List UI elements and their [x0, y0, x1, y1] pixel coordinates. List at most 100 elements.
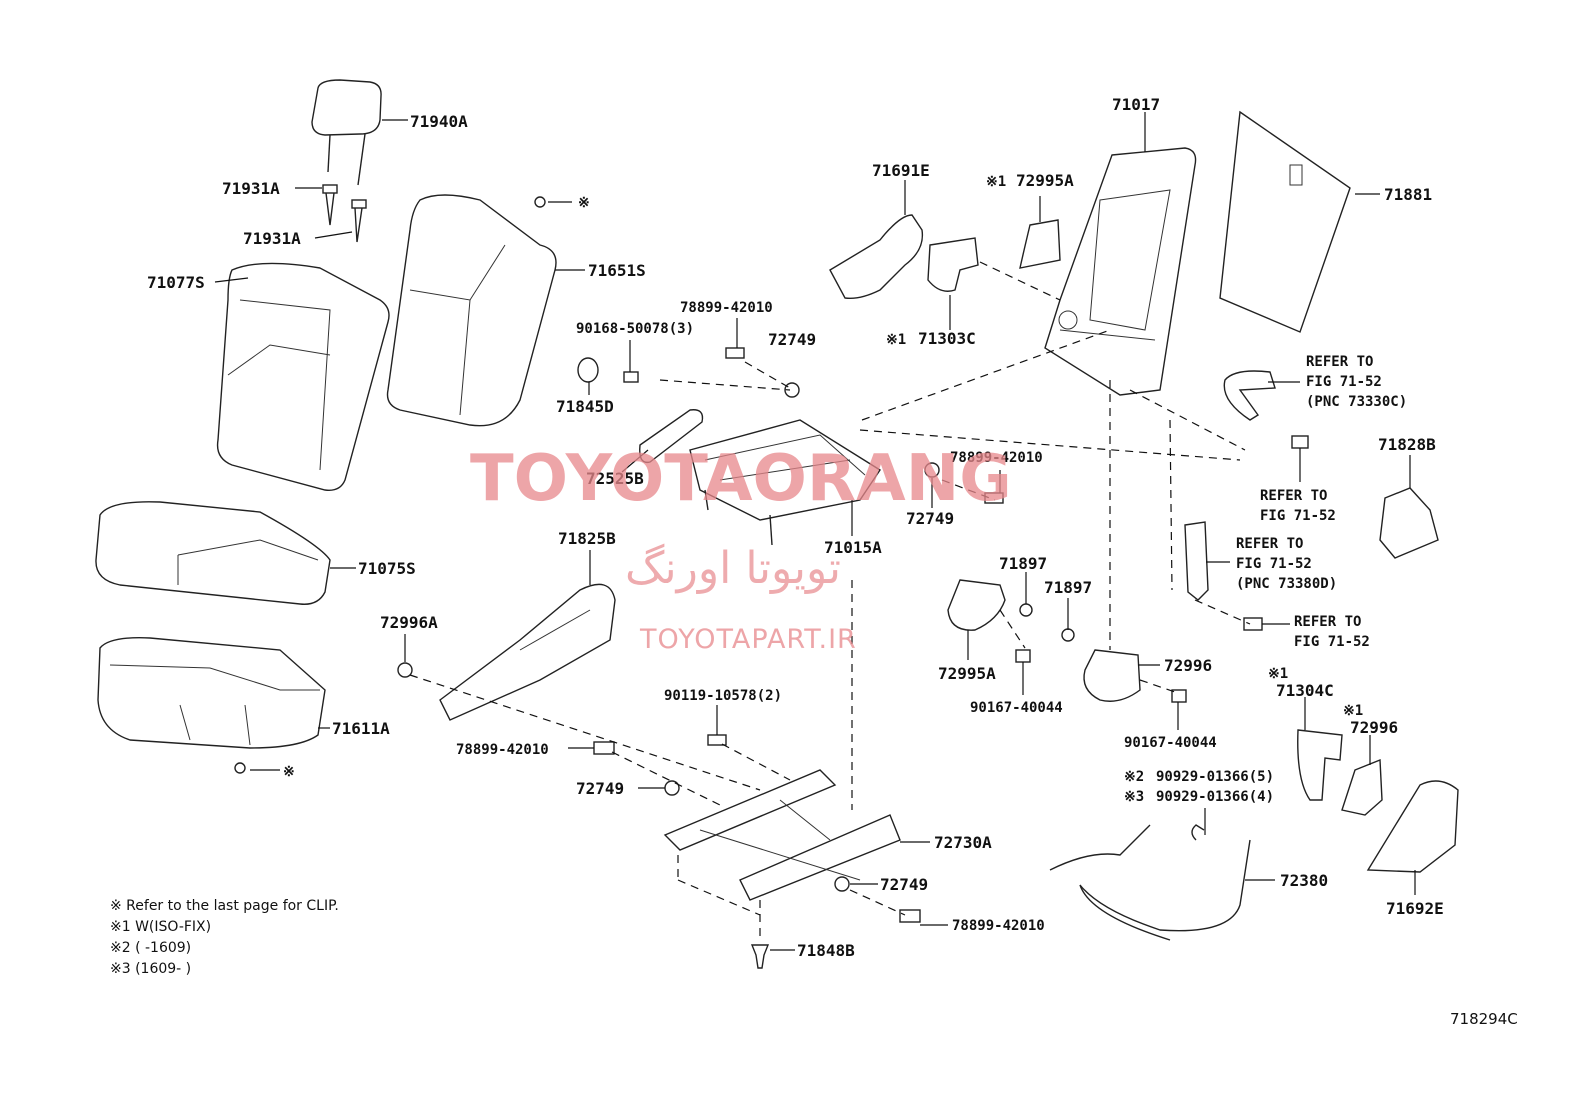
iso-fix-mark: ※1 — [1268, 666, 1288, 682]
refer-labels: REFER TO FIG 71-52 (PNC 73330C) REFER TO… — [1236, 354, 1407, 650]
seatbelt-buckle-lower-drawing — [1184, 521, 1209, 601]
part-label-71848B[interactable]: 71848B — [797, 941, 855, 960]
part-label-72730A[interactable]: 72730A — [934, 833, 992, 852]
side-trim-71691E-drawing — [829, 214, 924, 300]
handle-72525B-drawing — [639, 409, 704, 464]
watermark-site: TOYOTAPART.IR — [639, 624, 857, 655]
cap-71845D-drawing — [577, 357, 599, 383]
clip-mark-bottom: ※ — [283, 764, 295, 780]
seatback-pad-drawing — [386, 194, 557, 427]
refer-73380D-line3[interactable]: (PNC 73380D) — [1236, 576, 1337, 592]
iso-fix-mark: ※1 — [986, 174, 1006, 190]
part-label-78899-42010-bottom[interactable]: 78899-42010 — [952, 918, 1045, 934]
part-label-72995A-mid[interactable]: 72995A — [938, 664, 996, 683]
iso-fix-mark: ※1 — [1343, 703, 1363, 719]
part-label-72749-mid[interactable]: 72749 — [906, 509, 954, 528]
part-label-71931A-lower[interactable]: 71931A — [243, 229, 301, 248]
part-label-72749-bottom[interactable]: 72749 — [880, 875, 928, 894]
legend-clip-note: ※ Refer to the last page for CLIP. — [110, 898, 339, 914]
watermark: TOYOTAORANG تویوتا اورنگ TOYOTAPART.IR — [470, 442, 1012, 655]
part-label-71651S[interactable]: 71651S — [588, 261, 646, 280]
part-label-72525B[interactable]: 72525B — [586, 469, 644, 488]
part-label-72749-left[interactable]: 72749 — [576, 779, 624, 798]
refer-bolt-lower-line1[interactable]: REFER TO — [1294, 614, 1361, 630]
part-label-71692E[interactable]: 71692E — [1386, 899, 1444, 918]
refer-bolt-upper-line1[interactable]: REFER TO — [1260, 488, 1327, 504]
part-label-71611A[interactable]: 71611A — [332, 719, 390, 738]
cover-72995A-mid-drawing — [947, 579, 1006, 631]
refer-bolt-upper-line2[interactable]: FIG 71-52 — [1260, 508, 1336, 524]
wire-harness-drawing — [1049, 824, 1251, 941]
part-label-71691E[interactable]: 71691E — [872, 161, 930, 180]
legend-iso-fix: ※1 W(ISO-FIX) — [110, 919, 211, 935]
part-label-78899-42010-mid[interactable]: 78899-42010 — [950, 450, 1043, 466]
clip-mark-top: ※ — [578, 195, 590, 211]
part-label-71931A-upper[interactable]: 71931A — [222, 179, 280, 198]
alignment-dashes — [409, 261, 1251, 940]
seatback-frame-drawing — [1044, 147, 1197, 396]
refer-73380D-line1[interactable]: REFER TO — [1236, 536, 1303, 552]
seatback-board-drawing — [1219, 110, 1351, 333]
part-label-90929-01366-4[interactable]: 90929-01366(4) — [1156, 789, 1274, 805]
part-label-90167-40044-right[interactable]: 90167-40044 — [1124, 735, 1217, 751]
leader-lines — [214, 112, 1416, 951]
range-mark-2: ※2 — [1124, 769, 1144, 785]
part-label-71304C[interactable]: 71304C — [1276, 681, 1334, 700]
part-label-71881[interactable]: 71881 — [1384, 185, 1432, 204]
legend-range-3: ※3 (1609- ) — [110, 961, 191, 977]
part-label-71077S[interactable]: 71077S — [147, 273, 205, 292]
cover-72995A-top-drawing — [1019, 219, 1061, 269]
legend-range-2: ※2 ( -1609) — [110, 940, 191, 956]
part-label-90167-40044-left[interactable]: 90167-40044 — [970, 700, 1063, 716]
seatbelt-buckle-upper-drawing — [1223, 370, 1276, 421]
part-label-71303C[interactable]: 71303C — [918, 329, 976, 348]
part-label-72380[interactable]: 72380 — [1280, 871, 1328, 890]
cover-72996-mid-drawing — [1083, 649, 1141, 702]
part-label-90168-50078[interactable]: 90168-50078(3) — [576, 321, 694, 337]
bracket-71304C-drawing — [1297, 729, 1343, 801]
part-label-71845D[interactable]: 71845D — [556, 397, 614, 416]
part-label-78899-42010-left[interactable]: 78899-42010 — [456, 742, 549, 758]
cushion-pad-drawing — [97, 637, 326, 749]
cushion-cover-drawing — [95, 501, 331, 605]
seatback-cover-drawing — [216, 262, 390, 491]
part-label-90119-10578[interactable]: 90119-10578(2) — [664, 688, 782, 704]
adjuster-frame-drawing — [689, 419, 881, 546]
part-label-72996-mid[interactable]: 72996 — [1164, 656, 1212, 675]
part-label-72996A[interactable]: 72996A — [380, 613, 438, 632]
watermark-brand: TOYOTAORANG — [470, 442, 1012, 516]
part-label-90929-01366-5[interactable]: 90929-01366(5) — [1156, 769, 1274, 785]
headrest-guide-drawing — [322, 184, 367, 243]
part-label-71825B[interactable]: 71825B — [558, 529, 616, 548]
part-label-71017[interactable]: 71017 — [1112, 95, 1160, 114]
refer-73330C-line1[interactable]: REFER TO — [1306, 354, 1373, 370]
part-label-71075S[interactable]: 71075S — [358, 559, 416, 578]
part-label-71897-lower[interactable]: 71897 — [1044, 578, 1092, 597]
refer-73330C-line3[interactable]: (PNC 73330C) — [1306, 394, 1407, 410]
part-label-78899-42010-upper[interactable]: 78899-42010 — [680, 300, 773, 316]
watermark-persian: تویوتا اورنگ — [625, 543, 841, 594]
part-label-72995A-top[interactable]: 72995A — [1016, 171, 1074, 190]
part-label-72749-upper[interactable]: 72749 — [768, 330, 816, 349]
iso-fix-mark: ※1 — [886, 332, 906, 348]
trim-71692E-drawing — [1366, 780, 1459, 873]
part-label-71015A[interactable]: 71015A — [824, 538, 882, 557]
part-label-71828B[interactable]: 71828B — [1378, 435, 1436, 454]
part-labels: 71940A 71931A 71931A 71077S 71651S 71075… — [147, 95, 1444, 960]
figure-code: 718294C — [1450, 1010, 1518, 1028]
refer-73380D-line2[interactable]: FIG 71-52 — [1236, 556, 1312, 572]
part-label-71940A[interactable]: 71940A — [410, 112, 468, 131]
clip-71848B-drawing — [750, 944, 770, 969]
cover-71825B-drawing — [439, 583, 616, 721]
refer-73330C-line2[interactable]: FIG 71-52 — [1306, 374, 1382, 390]
bracket-71303C-drawing — [927, 237, 979, 292]
range-mark-3: ※3 — [1124, 789, 1144, 805]
part-label-72996-right[interactable]: 72996 — [1350, 718, 1398, 737]
part-label-71897-upper[interactable]: 71897 — [999, 554, 1047, 573]
cover-72996-right-drawing — [1341, 758, 1383, 816]
cover-71828B-drawing — [1379, 487, 1439, 559]
seat-rail-drawing — [663, 769, 901, 901]
refer-bolt-lower-line2[interactable]: FIG 71-52 — [1294, 634, 1370, 650]
legend: ※ Refer to the last page for CLIP. ※1 W(… — [110, 898, 339, 977]
